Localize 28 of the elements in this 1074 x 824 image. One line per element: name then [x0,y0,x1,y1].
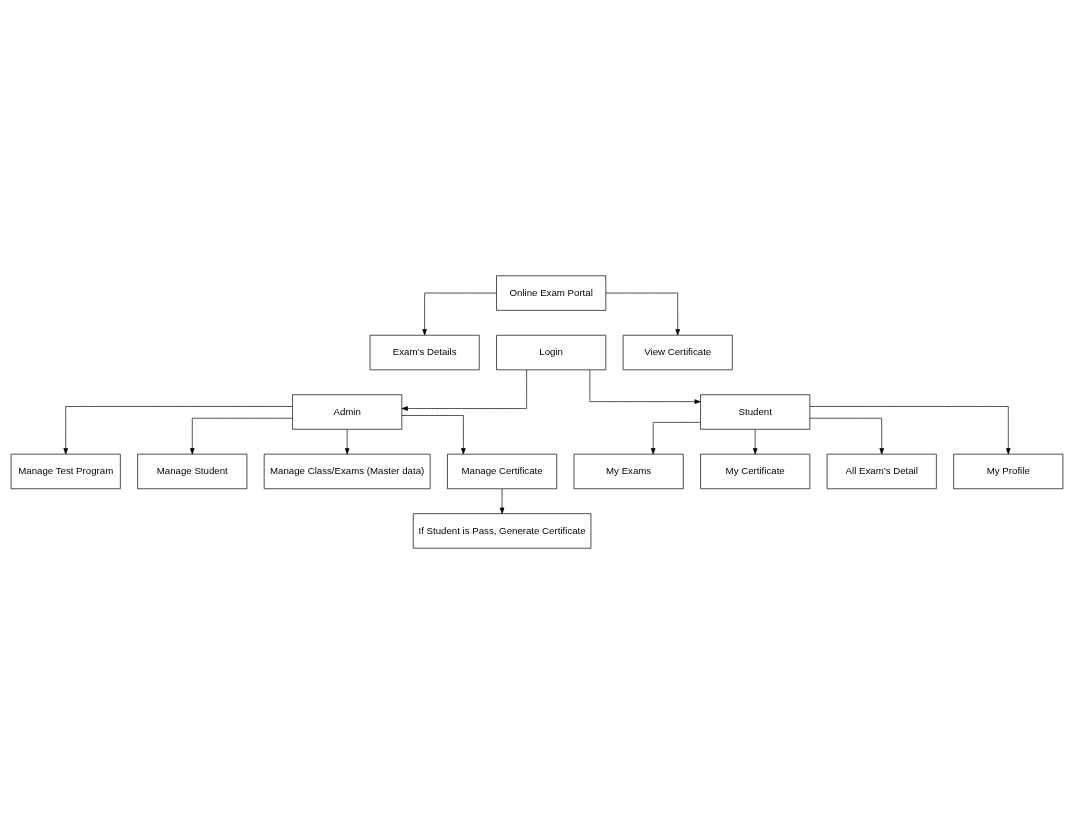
node-box: Exam’s Details [369,334,480,371]
arrow [401,415,466,455]
arrow [422,292,497,336]
arrow [499,488,505,514]
node-box: Manage Test Program [10,453,121,490]
arrow [752,429,758,455]
arrow [589,369,701,404]
node-box: Manage Certificate [447,453,558,490]
arrow [809,406,1011,455]
node-box: View Certificate [622,334,733,371]
arrow [344,429,350,455]
node-box: Manage Class/Exams (Master data) [263,453,431,490]
node-box: All Exam’s Detail [826,453,937,490]
arrow [650,422,701,455]
node-box: My Profile [953,453,1064,490]
arrow [401,369,527,411]
node-box: Manage Student [137,453,248,490]
arrow [605,292,680,336]
node-box: My Exams [573,453,684,490]
node-box: Admin [292,394,403,430]
node-box: Login [496,334,607,371]
node-box: Online Exam Portal [496,275,607,311]
arrow [190,417,293,455]
node-box: If Student is Pass, Generate Certificate [412,513,592,549]
arrow [809,417,884,455]
node-box: Student [700,394,811,430]
node-box: My Certificate [700,453,811,490]
arrow [63,406,293,455]
